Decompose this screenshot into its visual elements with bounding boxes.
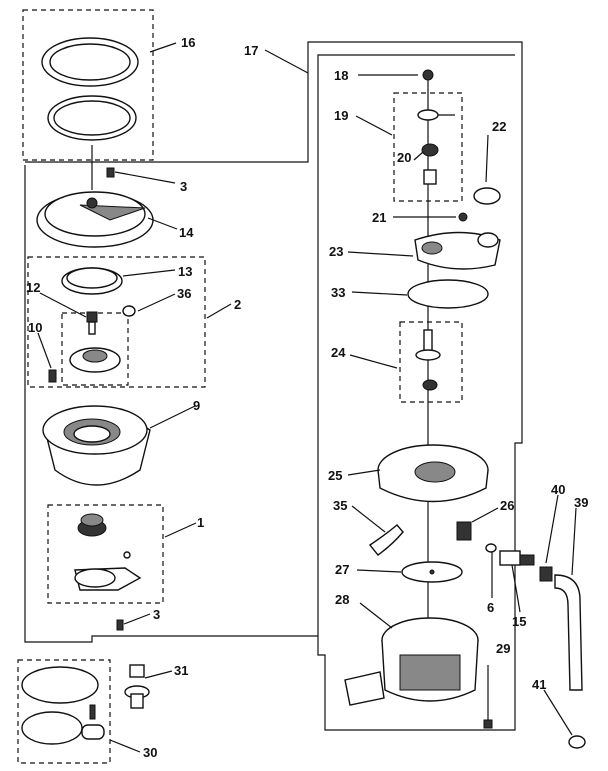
callout-17: 17: [244, 43, 258, 58]
part-19-clip: [417, 109, 455, 121]
group-box-1: [47, 504, 164, 604]
part-20-spring: [421, 143, 439, 185]
callout-18: 18: [334, 68, 348, 83]
callout-23: 23: [329, 244, 343, 259]
part-25-pump-base: [377, 444, 489, 503]
part-3-screw-bottom: [116, 619, 124, 631]
part-9-pump-housing: [42, 405, 151, 486]
callout-26: 26: [500, 498, 514, 513]
callout-39: 39: [574, 495, 588, 510]
group-outline-right-inner: [317, 54, 515, 636]
part-26-bracket: [456, 521, 472, 541]
group-box-24: [399, 321, 463, 403]
callout-25: 25: [328, 468, 342, 483]
callout-10: 10: [28, 320, 42, 335]
group-box-30: [17, 659, 111, 764]
part-23-plate: [414, 231, 501, 270]
callout-30: 30: [143, 745, 157, 760]
part-21-screw: [458, 212, 468, 222]
callout-6: 6: [487, 600, 494, 615]
part-29-bolt: [483, 665, 493, 729]
group-box-2: [27, 256, 206, 388]
callout-33: 33: [331, 285, 345, 300]
callout-21: 21: [372, 210, 386, 225]
callout-2: 2: [234, 297, 241, 312]
part-12-pin: [86, 311, 98, 335]
callout-1: 1: [197, 515, 204, 530]
part-13-seal: [61, 267, 123, 295]
part-10-screw: [48, 369, 57, 383]
part-15-coupling: [499, 550, 535, 566]
callout-3-bottom: 3: [153, 607, 160, 622]
part-16-gasket-rings: [41, 37, 139, 141]
callout-35: 35: [333, 498, 347, 513]
part-24-shaft: [415, 329, 441, 391]
leader-lines: [37, 42, 577, 753]
group-outline-left: [24, 41, 523, 731]
callout-24: 24: [331, 345, 346, 360]
callout-36: 36: [177, 286, 191, 301]
part-36-washer: [122, 305, 136, 317]
group-box-10: [61, 312, 129, 386]
callout-12: 12: [26, 280, 40, 295]
part-22-oring: [473, 187, 501, 205]
callout-31: 31: [174, 663, 188, 678]
part-14-cover: [36, 191, 154, 248]
callout-20: 20: [397, 150, 411, 165]
part-39-hose: [554, 574, 583, 691]
group-box-16: [22, 9, 154, 161]
part-30-kit: [21, 666, 105, 745]
part-35-elbow: [368, 524, 404, 556]
part-6-clamp: [485, 543, 497, 553]
part-40-clamp: [539, 566, 553, 582]
part-28-motor: [344, 617, 479, 706]
callout-14: 14: [179, 225, 194, 240]
callout-41: 41: [532, 677, 546, 692]
callout-19: 19: [334, 108, 348, 123]
callout-13: 13: [178, 264, 192, 279]
part-3-screw-top: [106, 167, 176, 184]
part-1-chopper-assembly: [74, 513, 142, 591]
part-41-cap: [568, 735, 586, 749]
callout-3-top: 3: [180, 179, 187, 194]
callout-27: 27: [335, 562, 349, 577]
callout-40: 40: [551, 482, 565, 497]
callout-9: 9: [193, 398, 200, 413]
part-33-gasket: [407, 279, 489, 309]
part-27-disc: [401, 561, 463, 583]
callout-22: 22: [492, 119, 506, 134]
part-impeller-seal: [69, 347, 121, 373]
part-31-plug: [124, 664, 150, 709]
callout-29: 29: [496, 641, 510, 656]
callout-16: 16: [181, 35, 195, 50]
part-18-nut: [422, 69, 434, 81]
callout-15: 15: [512, 614, 526, 629]
callout-28: 28: [335, 592, 349, 607]
